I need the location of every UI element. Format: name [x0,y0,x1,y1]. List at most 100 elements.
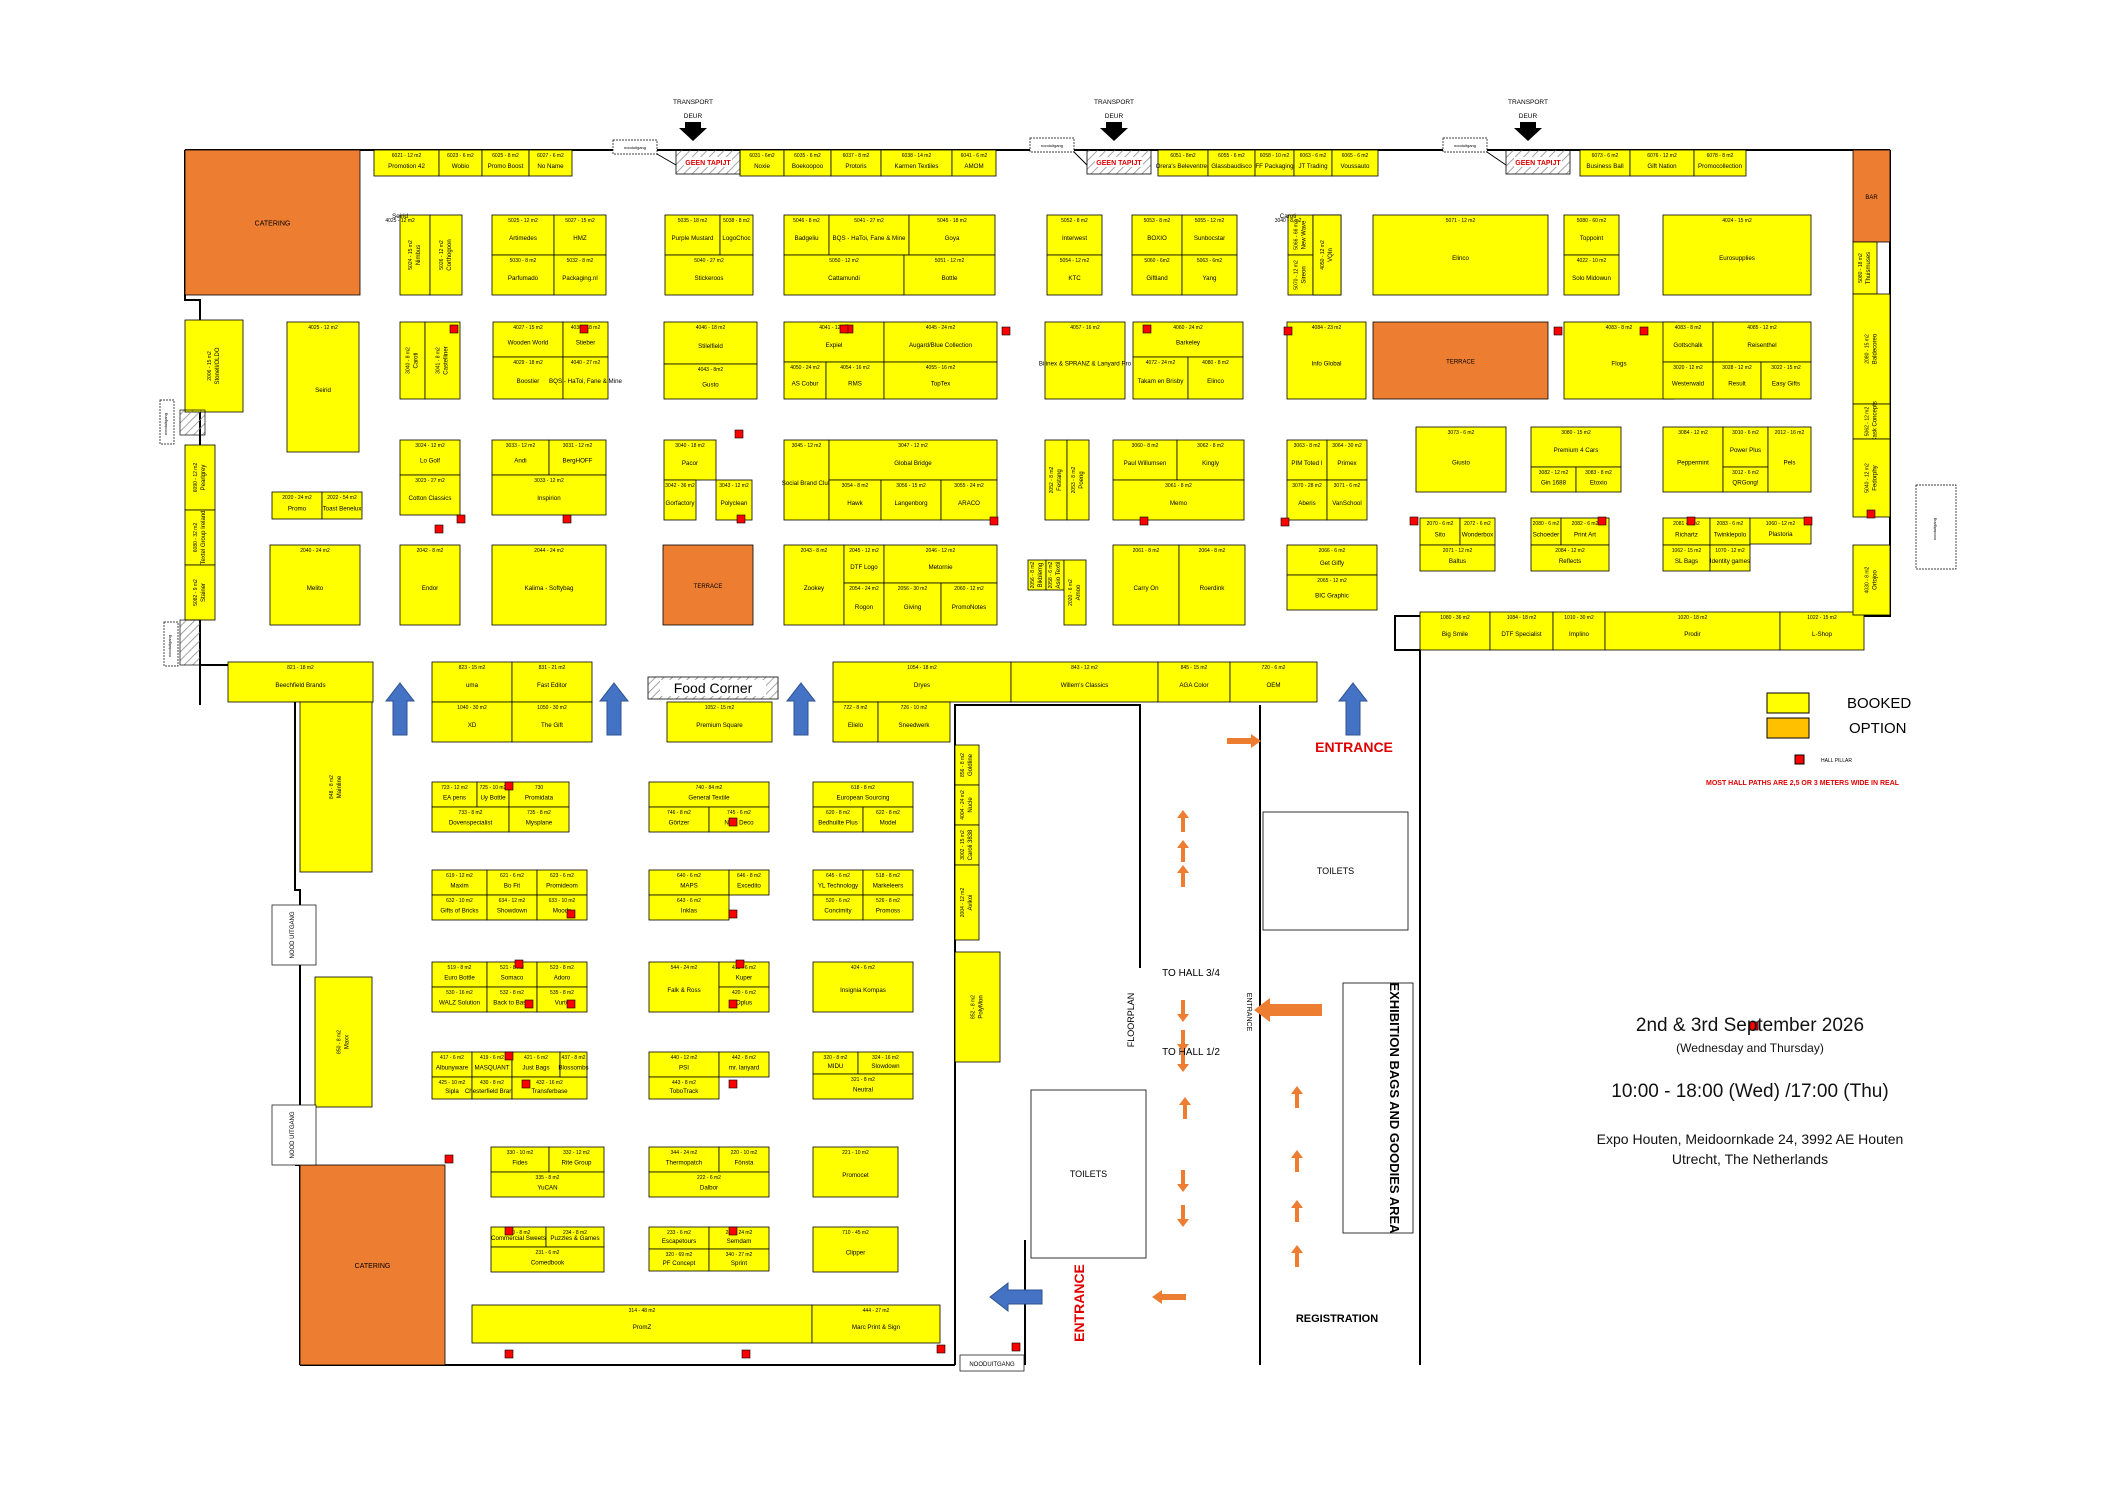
booth-box[interactable] [559,1051,588,1078]
booth-box[interactable] [481,149,530,177]
booth-box[interactable] [1760,361,1812,400]
booth[interactable]: 1022 - 15 m2L-Shop [1779,611,1865,651]
booth-box[interactable] [1722,426,1769,468]
booth-box[interactable] [399,544,461,626]
booth-box[interactable] [1662,517,1711,546]
booth-box[interactable] [880,149,953,177]
booth-box[interactable] [812,1073,914,1100]
booth-box[interactable] [1852,403,1891,440]
booth-box[interactable] [648,781,770,808]
booth-box[interactable] [1530,517,1562,546]
booth-box[interactable] [954,824,980,866]
booth-box[interactable] [1066,439,1090,521]
booth-box[interactable] [1749,517,1812,545]
booth-box[interactable] [431,961,488,988]
booth-box[interactable] [812,806,864,833]
booth-box[interactable] [1712,321,1812,363]
booth-box[interactable] [184,564,216,621]
booth-box[interactable] [431,701,513,743]
booth-box[interactable] [492,356,564,400]
booth-box[interactable] [812,1226,899,1273]
booth-box[interactable] [1112,479,1245,521]
booth-box[interactable] [431,869,488,896]
booth-box[interactable] [536,894,588,921]
booth-box[interactable] [883,582,942,626]
booth-box[interactable] [491,474,607,516]
booth-box[interactable] [648,869,730,896]
booth-box[interactable] [1286,544,1378,576]
booth-box[interactable] [429,214,463,296]
booth-box[interactable] [718,1146,770,1173]
booth-box[interactable] [1415,426,1507,493]
booth-box[interactable] [1178,544,1246,626]
booth-box[interactable] [1286,439,1328,481]
booth-box[interactable] [783,544,845,626]
booth-box[interactable] [1157,661,1231,703]
booth-box[interactable] [431,1051,473,1078]
booth-box[interactable] [883,361,998,400]
booth-box[interactable] [715,479,753,521]
booth-box[interactable] [664,254,754,296]
booth-box[interactable] [718,986,770,1013]
booth-box[interactable] [536,869,588,896]
booth-box[interactable] [1326,439,1368,481]
